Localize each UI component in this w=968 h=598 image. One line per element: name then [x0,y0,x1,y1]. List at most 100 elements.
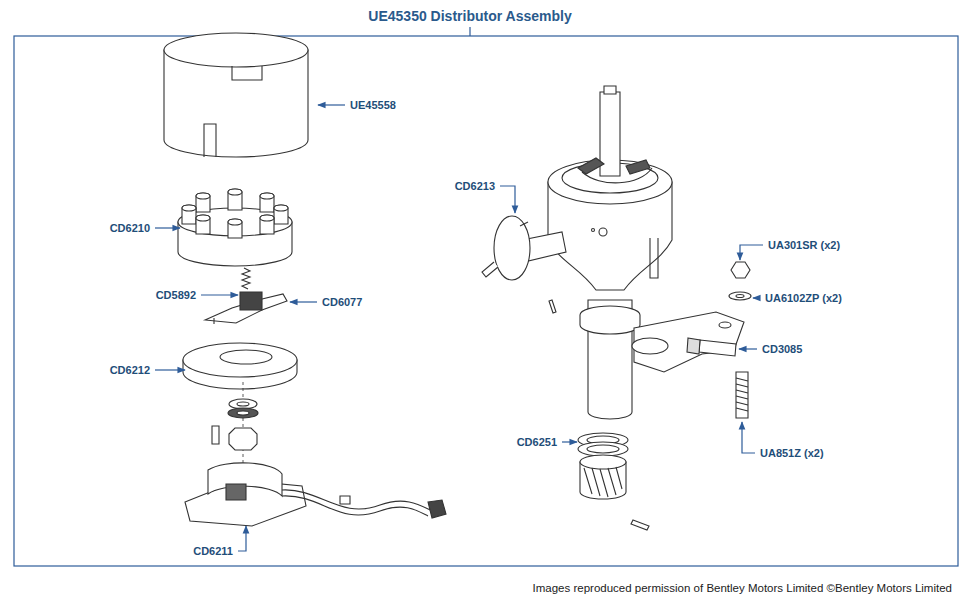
leader-line [155,227,180,228]
frame [14,27,958,566]
module-drawing [185,480,306,526]
cap-drawing [260,193,274,212]
frame [14,36,958,566]
leader-line [562,441,577,442]
part-number: UA851Z (x2) [760,447,824,460]
vacuum-drawing [482,262,498,277]
leader-line [155,369,185,370]
washer-drawing [212,399,258,450]
cap-drawing [260,215,274,221]
leader-line [753,297,760,298]
part-number: CD6213 [455,180,495,193]
plate-drawing [183,343,297,377]
cap-drawing [228,189,242,210]
module-drawing [226,484,246,500]
part-number: CD3085 [762,343,802,356]
vacuum-drawing [494,216,530,280]
rotor-drawing [240,292,262,310]
diagram-title: UE45350 Distributor Assembly [368,8,571,25]
rotor-drawing [205,268,287,324]
cap-drawing [182,205,196,224]
cover-drawing [232,66,262,80]
washer-drawing [228,408,258,418]
part-number: CD6077 [322,296,362,309]
distributor-drawing [582,168,652,183]
rotor-drawing [242,268,250,289]
plate-drawing [183,343,297,470]
vacuum-drawing [549,300,556,313]
clamp-drawing [731,262,750,278]
leader-line [318,104,345,105]
washer-drawing [229,428,257,450]
gear-drawing [580,455,626,469]
part-number: UA301SR (x2) [768,239,840,252]
gear-drawing [578,433,649,530]
clamp-drawing [687,338,700,354]
part-number: CD6251 [517,436,557,449]
leader-line [155,105,763,551]
cap-drawing [196,215,210,234]
clamp-drawing [736,295,744,298]
distributor-drawing [626,160,650,174]
clamp-drawing [632,338,668,354]
leader-line [201,294,238,295]
module-drawing [340,496,350,504]
cap-drawing [274,205,288,211]
cap-drawing [228,219,242,238]
cap-drawing [228,189,242,195]
washer-drawing [237,411,249,415]
part-number: CD6211 [193,545,233,558]
part-number: UE45558 [350,99,396,112]
copyright-caption: Images reproduced permission of Bentley … [533,581,952,595]
distributor-drawing [548,86,672,419]
washer-drawing [212,426,219,444]
washer-drawing [237,402,249,406]
clamp-drawing [729,292,751,300]
leader-line [740,245,763,260]
distributor-drawing [592,229,595,232]
frame [469,27,470,36]
cover-drawing [164,33,308,157]
gear-drawing [578,442,628,456]
module-drawing [282,496,428,516]
cap-drawing [196,193,210,212]
cap-drawing [274,205,288,224]
cap-drawing [260,215,274,234]
gear-drawing [631,520,649,530]
part-number: CD5892 [156,289,196,302]
plate-drawing [220,350,272,364]
leader-line [238,526,246,551]
clamp-drawing [736,372,748,418]
module-drawing [282,490,430,510]
distributor-drawing [580,306,640,334]
part-number: UA6102ZP (x2) [765,292,842,305]
leader-line [290,301,317,302]
cap-drawing [228,219,242,225]
leader-line [742,422,755,453]
rotor-drawing [213,318,214,324]
cover-drawing [164,33,308,67]
clamp-drawing [699,340,736,356]
cover-drawing [204,124,216,157]
leader-line [500,186,515,213]
cap-drawing [182,205,196,211]
distributor-drawing [650,238,658,278]
distributor-drawing [604,86,616,94]
module-drawing [185,463,446,526]
cap-drawing [196,215,210,221]
leader-line [739,348,757,349]
cap-drawing [196,193,210,199]
module-drawing [428,500,446,518]
part-number: CD6212 [110,364,150,377]
vacuum-drawing [520,222,528,226]
vacuum-drawing [482,216,566,313]
clamp-drawing [632,262,751,418]
clamp-drawing [736,378,748,411]
gear-drawing [587,445,619,453]
cap-drawing [178,189,292,266]
cap-drawing [260,193,274,199]
cap-drawing [182,189,288,238]
gear-drawing [584,467,622,497]
distributor-drawing [578,158,604,174]
